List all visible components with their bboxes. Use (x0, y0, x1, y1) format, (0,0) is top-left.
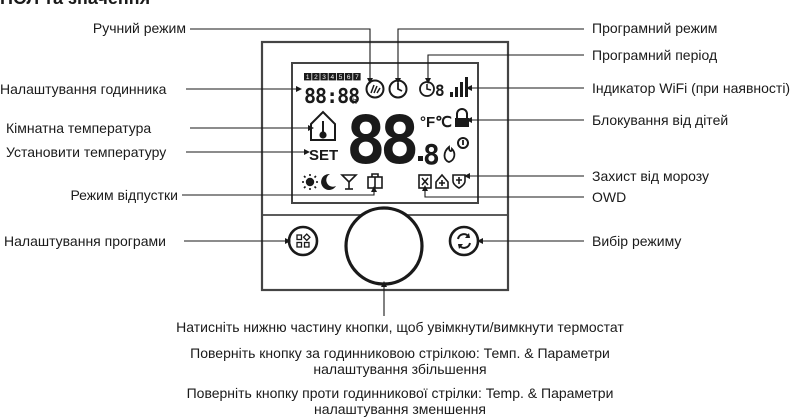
day-box (336, 73, 345, 81)
label-wifi-indicator: Індикатор WiFi (при наявності) (592, 80, 791, 96)
wifi-icon (450, 77, 468, 97)
set-text: SET (309, 147, 338, 164)
label-set-temperature: Установити температуру (6, 144, 167, 160)
day-box (353, 73, 361, 81)
arrow-heads (285, 78, 483, 287)
frost-house-icon (435, 173, 449, 189)
label-mode-select: Вибір режиму (592, 233, 682, 249)
label-program-setting: Налаштування програми (4, 233, 166, 249)
program-setting-button (287, 225, 319, 257)
label-program-mode: Програмний режим (592, 20, 718, 36)
day-number: 5 (339, 74, 343, 81)
lock-icon (455, 108, 469, 127)
day-box (304, 73, 312, 81)
day-number: 4 (330, 74, 334, 81)
label-room-temperature: Кімнатна температура (6, 120, 152, 136)
shield-icon (452, 174, 466, 189)
page-heading: НОЛ та значення (0, 0, 150, 9)
note-rotate-cw-line1: Поверніть кнопку за годинниковою стрілко… (190, 345, 610, 361)
sun-icon (302, 174, 318, 190)
label-clock-setting: Налаштування годинника (0, 81, 167, 97)
big-temperature-digits: 88 (346, 102, 416, 179)
small-temperature-digit: 8 (423, 138, 440, 171)
day-box (345, 73, 353, 81)
day-number: 3 (322, 74, 326, 81)
manual-mode-icon (365, 79, 385, 99)
clock-digits: 88:88 (304, 84, 359, 108)
leader-lines (182, 28, 584, 316)
label-manual-mode: Ручний режим (92, 20, 186, 36)
label-owd: OWD (592, 189, 627, 205)
day-box (328, 73, 336, 81)
day-box (320, 73, 328, 81)
day-box (312, 73, 320, 81)
central-knob (344, 206, 424, 286)
flame-icon (443, 145, 456, 163)
label-holiday-mode: Режим відпустки (70, 187, 178, 203)
house-thermometer-icon (310, 110, 336, 141)
clock-suffix: h (352, 96, 357, 106)
day-number: 7 (355, 74, 359, 81)
screen-frame (291, 62, 479, 204)
temperature-unit: °F℃ (420, 114, 452, 131)
svg-text:8: 8 (435, 81, 445, 100)
glass-icon (340, 174, 358, 190)
label-program-period: Програмний період (592, 47, 718, 63)
label-child-lock: Блокування від дітей (592, 112, 729, 128)
decimal-point (418, 156, 423, 161)
label-frost-protection: Захист від морозу (592, 168, 710, 184)
note-press-bottom: Натисніть нижню частину кнопки, щоб увім… (176, 319, 624, 335)
mode-select-button (448, 225, 480, 257)
day-number: 1 (306, 74, 310, 81)
day-number: 2 (314, 74, 318, 81)
moon-icon (321, 173, 336, 190)
note-rotate-ccw-line2: налаштування зменшення (314, 401, 486, 417)
note-rotate-ccw-line1: Поверніть кнопку проти годинникової стрі… (186, 385, 614, 401)
day-number: 6 (347, 74, 351, 81)
power-indicator-icon (457, 137, 469, 149)
note-rotate-cw-line2: налаштування збільшення (313, 361, 487, 377)
